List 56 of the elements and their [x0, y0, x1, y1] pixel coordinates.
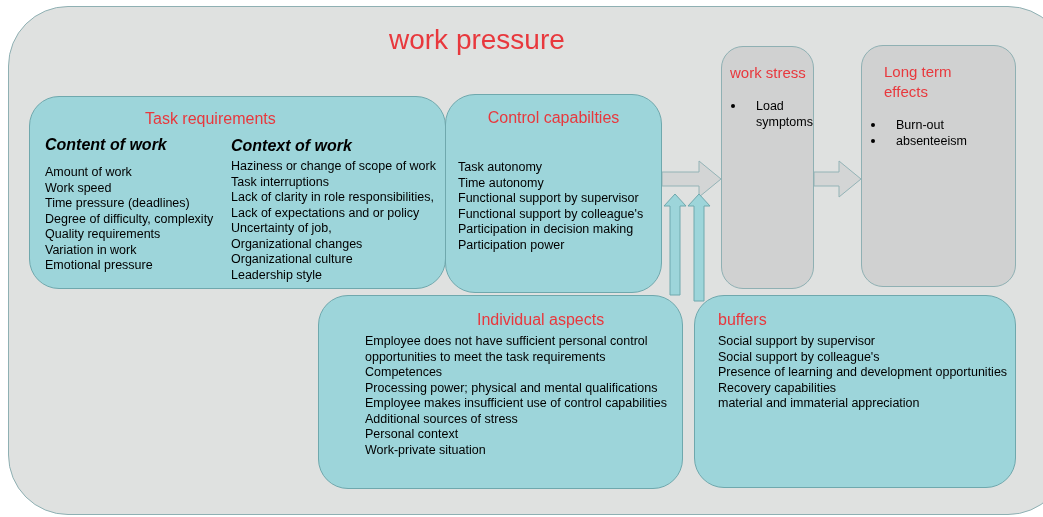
- list-item: Recovery capabilities: [718, 380, 838, 396]
- list-item: Variation in work: [45, 242, 138, 258]
- list-item: Task interruptions: [231, 174, 330, 190]
- list-item: Haziness or change of scope of work: [231, 159, 436, 175]
- list-item: Amount of work: [45, 165, 133, 181]
- list-item: Social support by colleague's: [718, 349, 881, 365]
- outer-panel: [8, 6, 1043, 515]
- list-item: Competences: [365, 365, 444, 381]
- factor-box: [29, 96, 446, 289]
- block-arrow: [687, 193, 711, 302]
- outcome-box: [861, 45, 1016, 287]
- list-item: Task autonomy: [458, 160, 544, 176]
- list-item: Work speed: [45, 180, 113, 196]
- list-item: Additional sources of stress: [365, 411, 519, 427]
- heading: Individual aspects: [477, 310, 605, 330]
- list-item: Lack of expectations and or policy: [231, 205, 421, 221]
- list-item: Work-private situation: [365, 442, 487, 458]
- column-heading: Content of work: [45, 135, 168, 155]
- heading: Control capabilties: [486, 108, 621, 128]
- list-item: Uncertainty of job,: [231, 221, 333, 237]
- list-item: Time pressure (deadlines): [45, 196, 191, 212]
- list-item: Processing power; physical and mental qualifications: [365, 380, 659, 396]
- factor-box: [694, 295, 1016, 488]
- block-arrow: [813, 160, 862, 198]
- bullet-item: absenteeism: [896, 133, 967, 149]
- heading: buffers: [718, 310, 767, 330]
- list-item: material and immaterial appreciation: [718, 396, 921, 412]
- list-item: Degree of difficulty, complexity: [45, 211, 214, 227]
- list-item: Social support by supervisor: [718, 334, 877, 350]
- block-arrow: [663, 193, 687, 296]
- list-item: Time autonomy: [458, 175, 545, 191]
- list-item: Functional support by colleague's: [458, 206, 644, 222]
- heading: work stress: [730, 63, 806, 83]
- list-item: Participation power: [458, 237, 566, 253]
- title: work pressure: [389, 23, 565, 57]
- block-arrow: [661, 160, 722, 198]
- bullet-item: Load symptoms: [756, 98, 813, 130]
- list-item: Functional support by supervisor: [458, 191, 640, 207]
- heading: Long term effects: [884, 62, 953, 102]
- list-item: Quality requirements: [45, 227, 162, 243]
- list-item: Organizational changes: [231, 236, 364, 252]
- list-item: Organizational culture: [231, 252, 354, 268]
- list-item: Presence of learning and development opportunities: [718, 365, 1008, 381]
- outcome-box: [721, 46, 814, 289]
- list-item: Employee does not have sufficient personal control opportunities to meet the task requirements: [365, 334, 649, 365]
- list-item: Lack of clarity in role responsibilities,: [231, 190, 435, 206]
- list-item: Leadership style: [231, 267, 324, 283]
- list-item: Participation in decision making: [458, 222, 635, 238]
- bullet-item: Burn-out: [896, 117, 944, 133]
- list-item: Emotional pressure: [45, 258, 154, 274]
- heading: Task requirements: [145, 109, 276, 129]
- list-item: Employee makes insufficient use of control capabilities: [365, 396, 668, 412]
- list-item: Personal context: [365, 427, 460, 443]
- column-heading: Context of work: [231, 136, 353, 156]
- factor-box: [318, 295, 683, 489]
- factor-box: [445, 94, 662, 293]
